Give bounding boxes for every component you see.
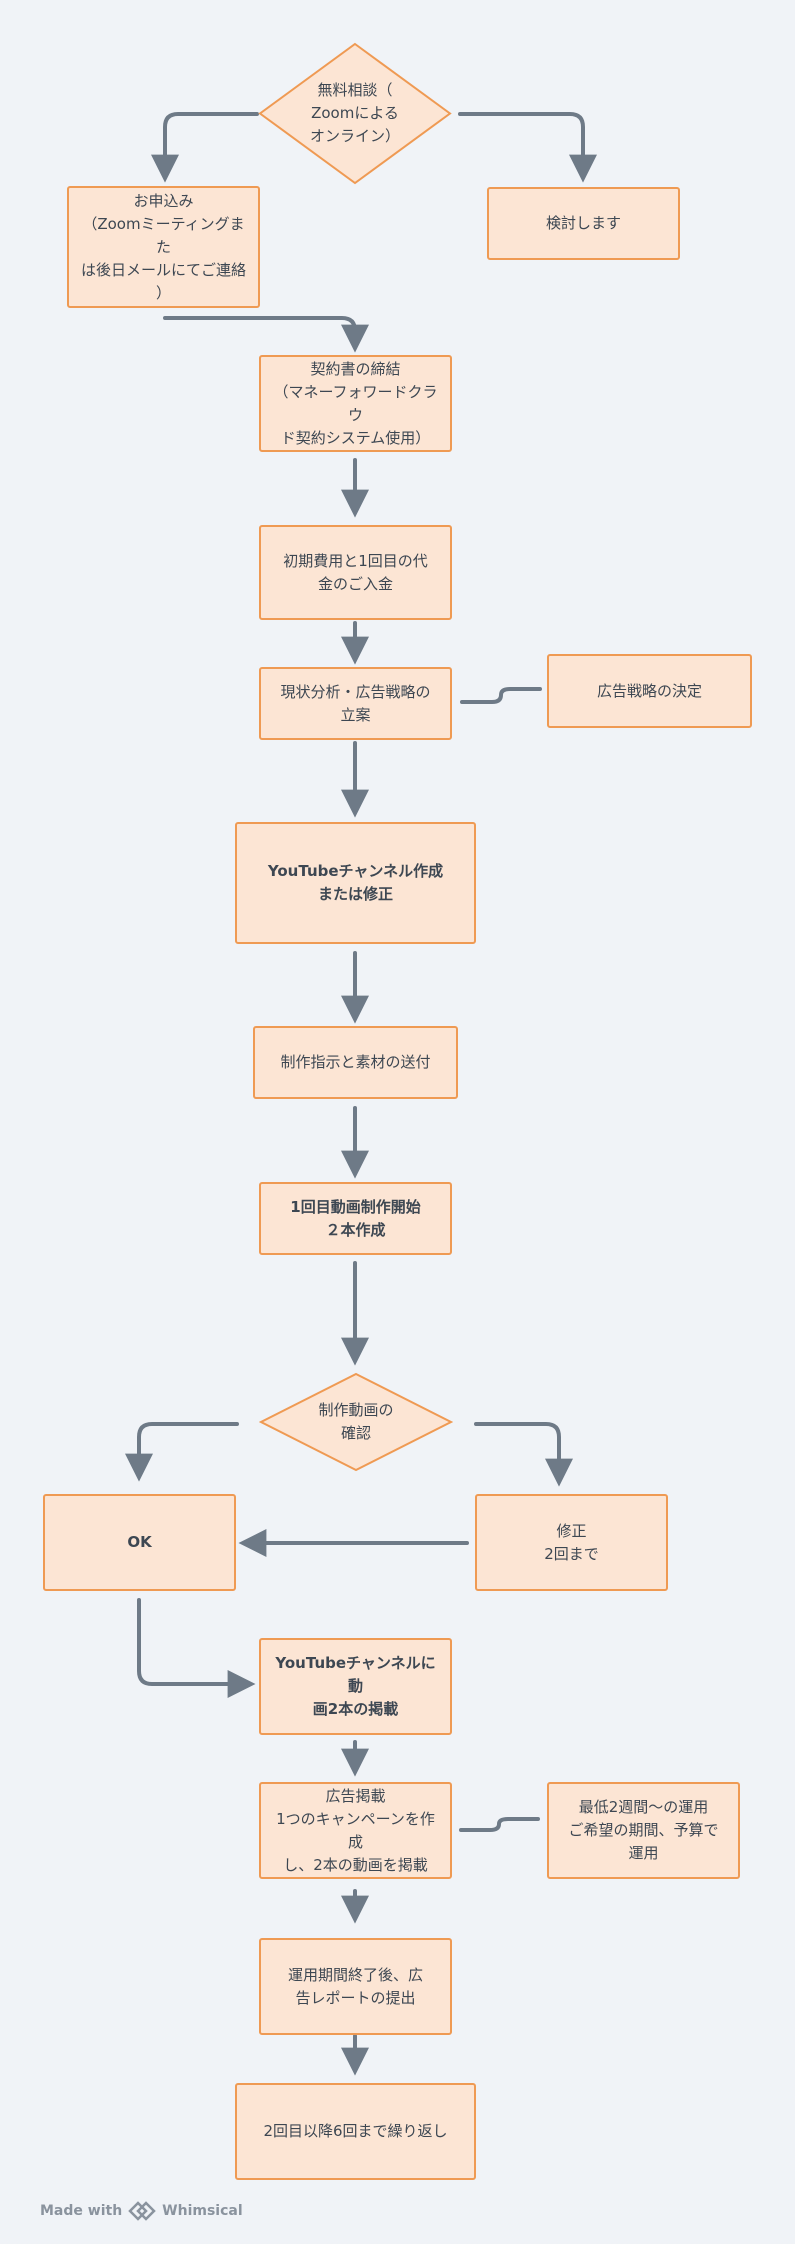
connector-ads-note: [459, 1817, 540, 1832]
connector-apply-to-contract: [163, 316, 369, 353]
node-strategy-label: 広告戦略の決定: [596, 681, 702, 700]
connector-consult-to-apply: [151, 112, 259, 183]
node-publish: YouTubeチャンネルに動 画2本の掲載: [259, 1638, 452, 1735]
node-instructions: 制作指示と素材の送付: [253, 1026, 458, 1099]
node-ads-label: 広告掲載 1つのキャンペーンを作成 し、2本の動画を掲載: [276, 1786, 435, 1874]
whimsical-brand-text: Whimsical: [162, 2203, 243, 2219]
node-revision: 修正 2回まで: [475, 1494, 668, 1591]
node-repeat: 2回目以降6回まで繰り返し: [235, 2083, 476, 2180]
node-production-label: 1回目動画制作開始 ２本作成: [290, 1197, 421, 1239]
made-with-whimsical-badge[interactable]: Made with Whimsical: [40, 2199, 243, 2223]
decision-confirm-video: 制作動画の 確認: [259, 1372, 453, 1472]
node-ok-label: OK: [127, 1533, 152, 1551]
decision-free-consultation: 無料相談（ Zoomによる オンライン）: [258, 42, 452, 185]
node-repeat-label: 2回目以降6回まで繰り返し: [263, 2122, 448, 2140]
decision-free-consultation-label: 無料相談（ Zoomによる オンライン）: [309, 81, 400, 145]
node-analysis-label: 現状分析・広告戦略の 立案: [280, 682, 431, 724]
connector-confirm-to-ok: [125, 1422, 239, 1482]
node-publish-label: YouTubeチャンネルに動 画2本の掲載: [275, 1654, 436, 1718]
node-strategy: 広告戦略の決定: [547, 654, 752, 728]
connector-confirm-to-revision: [474, 1422, 573, 1487]
node-instructions-label: 制作指示と素材の送付: [280, 1053, 431, 1071]
node-consider: 検討します: [487, 187, 680, 260]
node-ads: 広告掲載 1つのキャンペーンを作成 し、2本の動画を掲載: [259, 1782, 452, 1879]
node-ads-note-label: 最低2週間〜の運用 ご希望の期間、予算で 運用: [568, 1798, 719, 1862]
node-consider-label: 検討します: [545, 214, 621, 232]
node-ads-note: 最低2週間〜の運用 ご希望の期間、予算で 運用: [547, 1782, 740, 1879]
whimsical-logo-icon: [128, 2201, 156, 2221]
node-contract-label: 契約書の締結 （マネーフォワードクラウ ド契約システム使用）: [273, 359, 438, 447]
connector-consult-to-consider: [458, 112, 597, 183]
node-payment: 初期費用と1回目の代 金のご入金: [259, 525, 452, 620]
node-ok: OK: [43, 1494, 236, 1591]
node-channel-label: YouTubeチャンネル作成 または修正: [267, 862, 444, 903]
node-production: 1回目動画制作開始 ２本作成: [259, 1182, 452, 1255]
node-payment-label: 初期費用と1回目の代 金のご入金: [283, 551, 428, 593]
node-report-label: 運用期間終了後、広 告レポートの提出: [287, 1965, 423, 2007]
node-revision-label: 修正 2回まで: [544, 1521, 599, 1563]
connector-analysis-strategy: [460, 687, 542, 704]
node-channel: YouTubeチャンネル作成 または修正: [235, 822, 476, 944]
node-analysis: 現状分析・広告戦略の 立案: [259, 667, 452, 740]
decision-confirm-video-label: 制作動画の 確認: [318, 1401, 394, 1442]
node-apply-label: お申込み （Zoomミーティングまた は後日メールにてご連絡 ）: [80, 191, 246, 302]
node-apply: お申込み （Zoomミーティングまた は後日メールにてご連絡 ）: [67, 186, 260, 308]
node-report: 運用期間終了後、広 告レポートの提出: [259, 1938, 452, 2035]
made-with-text: Made with: [40, 2203, 123, 2219]
node-contract: 契約書の締結 （マネーフォワードクラウ ド契約システム使用）: [259, 355, 452, 452]
connector-ok-to-publish: [137, 1598, 256, 1698]
